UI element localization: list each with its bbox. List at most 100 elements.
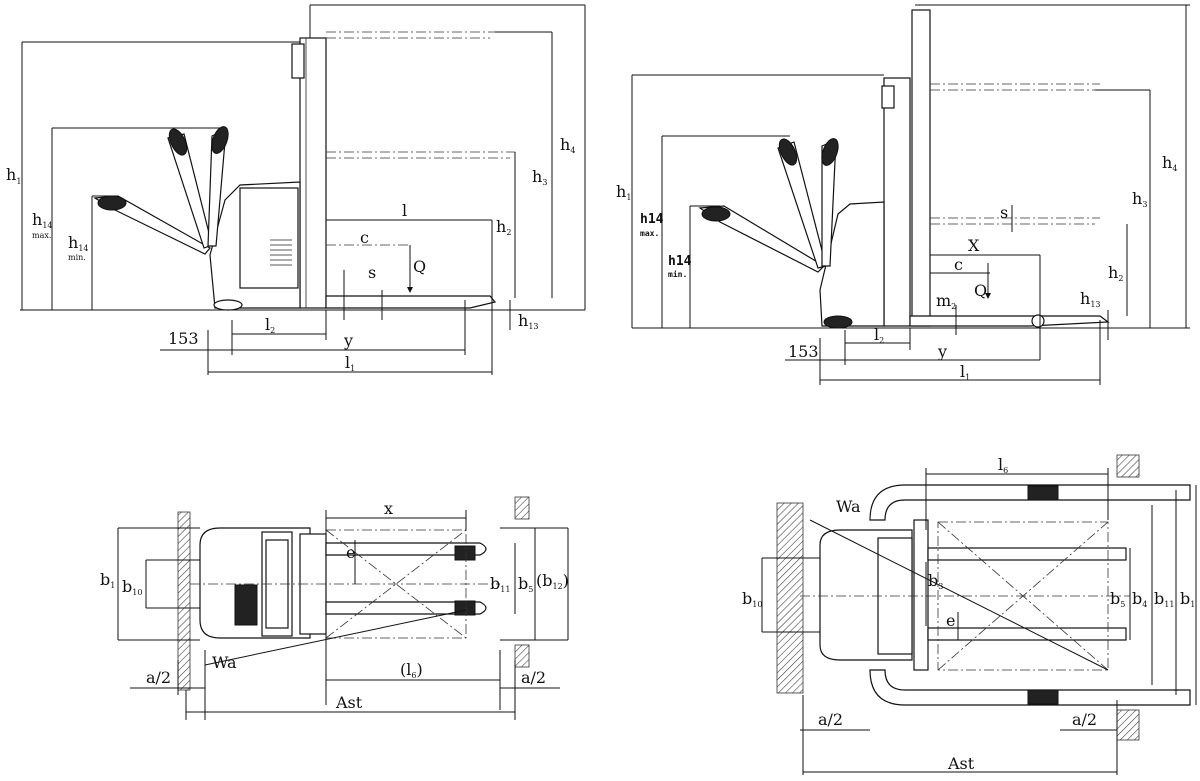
- label-l2: l: [265, 315, 270, 334]
- svg-text:(b12): (b12): [536, 571, 569, 591]
- label-l1: l: [345, 353, 350, 372]
- fork-bottom: [325, 601, 487, 615]
- label-r-h2: h: [1108, 263, 1118, 282]
- label-r-h3: h: [1132, 189, 1142, 208]
- svg-text:h13: h13: [1080, 289, 1101, 309]
- svg-text:(l6): (l6): [400, 660, 423, 680]
- label-r-Q: Q: [974, 281, 987, 300]
- label-h2: h: [496, 217, 506, 236]
- label-h14-min: h: [68, 233, 78, 252]
- label-h3-sub: 3: [542, 178, 547, 187]
- top-view-left: x e b1 b10 b11 b5 (b12) Wa (l6) a/2 a/2 …: [100, 496, 569, 720]
- label-c: c: [360, 228, 369, 247]
- label-h1-sub: 1: [16, 177, 21, 186]
- svg-text:b11: b11: [490, 574, 510, 594]
- label-br-b4: b: [1132, 589, 1142, 608]
- label-br-b11-sub: 11: [1164, 600, 1174, 609]
- label-br-b10: b: [742, 589, 752, 608]
- label-h14-max: h: [32, 210, 42, 229]
- label-tl-b10-sub: 10: [132, 588, 142, 597]
- label-tl-e: e: [346, 543, 355, 562]
- tiller-arm-right: [698, 138, 839, 273]
- svg-text:h3: h3: [532, 167, 547, 187]
- label-r-h14-min: h14: [668, 254, 692, 269]
- label-tl-b5-sub: 5: [528, 585, 533, 594]
- label-br-b4-sub: 4: [1142, 600, 1147, 609]
- label-r-l1-sub: 1: [965, 373, 970, 382]
- label-tl-b10: b: [122, 577, 132, 596]
- mast: [299, 37, 327, 309]
- fork-top-right: [927, 547, 1127, 561]
- label-r-m2-sub: 2: [951, 302, 956, 311]
- label-l2-sub: 2: [270, 326, 275, 335]
- label-tl-l6-close: ): [416, 660, 422, 679]
- label-tl-b12-sub: 12: [552, 582, 562, 591]
- label-h14-max-sub: 14: [42, 221, 52, 230]
- label-s: s: [368, 263, 376, 282]
- label-tl-b11: b: [490, 574, 500, 593]
- label-h4-sub: 4: [570, 146, 575, 155]
- label-153: 153: [168, 329, 199, 348]
- wall-left: [177, 511, 191, 691]
- label-l: l: [402, 201, 407, 220]
- label-r-h2-sub: 2: [1118, 274, 1123, 283]
- tiller-arm: [93, 126, 229, 255]
- label-y: y: [343, 331, 353, 350]
- label-br-b5-sub: 5: [1120, 600, 1125, 609]
- label-h13: h: [518, 311, 528, 330]
- label-tl-l6-sub: 6: [411, 671, 416, 680]
- fork-top: [325, 542, 487, 556]
- label-tl-b5: b: [518, 574, 528, 593]
- label-br-l6-sub: 6: [1003, 466, 1008, 475]
- fork-bottom-right: [927, 627, 1127, 641]
- label-r-h4-sub: 4: [1172, 164, 1177, 173]
- svg-text:b10: b10: [122, 577, 142, 597]
- svg-text:b11: b11: [1154, 589, 1174, 609]
- label-tl-l6: (l: [400, 660, 411, 679]
- label-tl-b12-close: ): [563, 571, 569, 590]
- label-h4: h: [560, 135, 570, 154]
- fork-lowered: [325, 295, 497, 309]
- label-h1: h: [6, 165, 16, 184]
- label-br-b3: b: [928, 571, 938, 590]
- svg-text:h1: h1: [6, 165, 21, 186]
- label-Q: Q: [413, 257, 426, 276]
- label-r-h1: h: [616, 182, 626, 201]
- svg-text:l6: l6: [998, 455, 1008, 475]
- svg-text:b1: b1: [1180, 589, 1195, 609]
- svg-text:l1: l1: [960, 362, 970, 382]
- label-tl-a2-right: a/2: [521, 668, 546, 687]
- label-r-h13-sub: 13: [1090, 300, 1100, 309]
- label-tl-a2-left: a/2: [146, 668, 171, 687]
- label-l1-sub: 1: [350, 364, 355, 373]
- label-r-l1: l: [960, 362, 965, 381]
- label-r-153: 153: [788, 342, 819, 361]
- label-h14-min-sub: 14: [78, 244, 88, 253]
- label-tl-Wa: Wa: [212, 653, 237, 672]
- label-br-b3-sub: 3: [938, 582, 943, 591]
- svg-text:l1: l1: [345, 353, 355, 373]
- svg-text:b3: b3: [928, 571, 943, 591]
- vent-grille: [270, 239, 292, 266]
- label-br-b1: b: [1180, 589, 1190, 608]
- side-view-right: h1 h14 max. h14 min. h4 h3 h2 h13 s X c …: [616, 4, 1190, 385]
- svg-text:h4: h4: [560, 135, 575, 155]
- label-r-h4: h: [1162, 153, 1172, 172]
- label-br-a2-right: a/2: [1072, 710, 1097, 729]
- label-r-h1-sub: 1: [626, 193, 631, 202]
- label-tl-b11-sub: 11: [500, 585, 510, 594]
- label-r-h14-min-note: min.: [668, 269, 687, 279]
- label-h14-min-note: min.: [68, 253, 86, 262]
- mast-right: [883, 77, 911, 327]
- label-br-b11: b: [1154, 589, 1164, 608]
- label-r-h3-sub: 3: [1142, 200, 1147, 209]
- svg-text:h2: h2: [1108, 263, 1123, 283]
- label-br-b5: b: [1110, 589, 1120, 608]
- svg-text:h14: h14: [68, 233, 89, 253]
- label-r-c: c: [954, 255, 963, 274]
- wall-right: [776, 502, 804, 694]
- label-r-l2: l: [874, 325, 879, 344]
- label-tl-x: x: [384, 499, 393, 518]
- svg-text:h14: h14: [32, 210, 53, 230]
